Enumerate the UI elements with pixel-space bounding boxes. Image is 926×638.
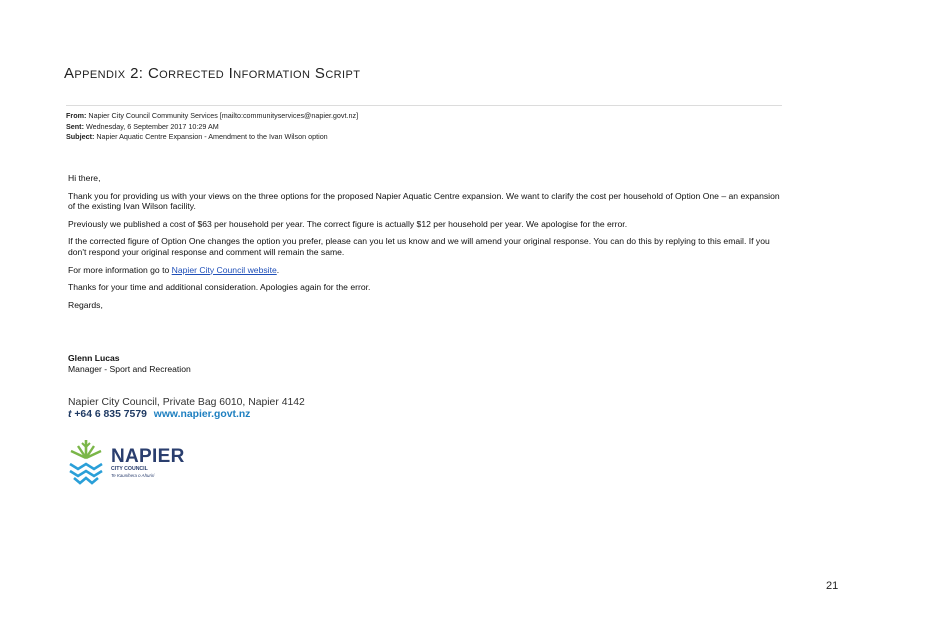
sent-label: Sent:	[66, 121, 84, 131]
logo-tagline: Te Kaunihera o Ahuriri	[111, 473, 155, 478]
email-body: Hi there, Thank you for providing us wit…	[68, 173, 780, 317]
paragraph-4: For more information go to Napier City C…	[68, 265, 780, 276]
contact-block: Napier City Council, Private Bag 6010, N…	[68, 397, 305, 421]
more-info-suffix: .	[276, 264, 280, 275]
email-header: From: Napier City Council Community Serv…	[66, 105, 782, 143]
logo-emblem-icon	[69, 440, 103, 485]
page-number: 21	[826, 580, 839, 592]
from-label: From:	[66, 111, 87, 120]
from-value: Napier City Council Community Services […	[88, 111, 359, 120]
paragraph-2: Previously we published a cost of $63 pe…	[68, 218, 628, 229]
closing: Regards,	[68, 299, 103, 310]
subject-value: Napier Aquatic Centre Expansion - Amendm…	[96, 132, 328, 141]
logo-wordmark: NAPIER CITY COUNCIL Te Kaunihera o Ahuri…	[111, 447, 185, 479]
paragraph-5: Thanks for your time and additional cons…	[68, 282, 371, 293]
signature-title: Manager - Sport and Recreation	[68, 363, 191, 374]
page-heading: Appendix 2: Corrected Information Script	[64, 65, 361, 82]
logo-name: NAPIER	[111, 446, 185, 467]
contact-phone-line: t +64 6 835 7579 www.napier.govt.nz	[68, 409, 305, 421]
email-subject-line: Subject: Napier Aquatic Centre Expansion…	[66, 132, 782, 143]
napier-logo: NAPIER CITY COUNCIL Te Kaunihera o Ahuri…	[67, 438, 187, 488]
paragraph-3: If the corrected figure of Option One ch…	[68, 236, 770, 257]
council-website-link[interactable]: Napier City Council website	[171, 264, 277, 275]
contact-address: Napier City Council, Private Bag 6010, N…	[68, 397, 305, 408]
more-info-prefix: For more information go to	[68, 264, 172, 275]
website-link[interactable]: www.napier.govt.nz	[153, 409, 251, 420]
email-from-line: From: Napier City Council Community Serv…	[66, 111, 782, 122]
greeting: Hi there,	[68, 173, 101, 183]
sent-value: Wednesday, 6 September 2017 10:29 AM	[85, 121, 219, 131]
phone-prefix: t	[68, 409, 72, 420]
subject-label: Subject:	[66, 132, 95, 141]
logo-sub: CITY COUNCIL	[111, 466, 148, 472]
signature-name: Glenn Lucas	[68, 353, 120, 363]
paragraph-1: Thank you for providing us with your vie…	[68, 190, 780, 212]
phone-number: +64 6 835 7579	[71, 409, 147, 420]
email-sent-line: Sent: Wednesday, 6 September 2017 10:29 …	[66, 122, 782, 133]
signature: Glenn Lucas Manager - Sport and Recreati…	[68, 353, 191, 374]
